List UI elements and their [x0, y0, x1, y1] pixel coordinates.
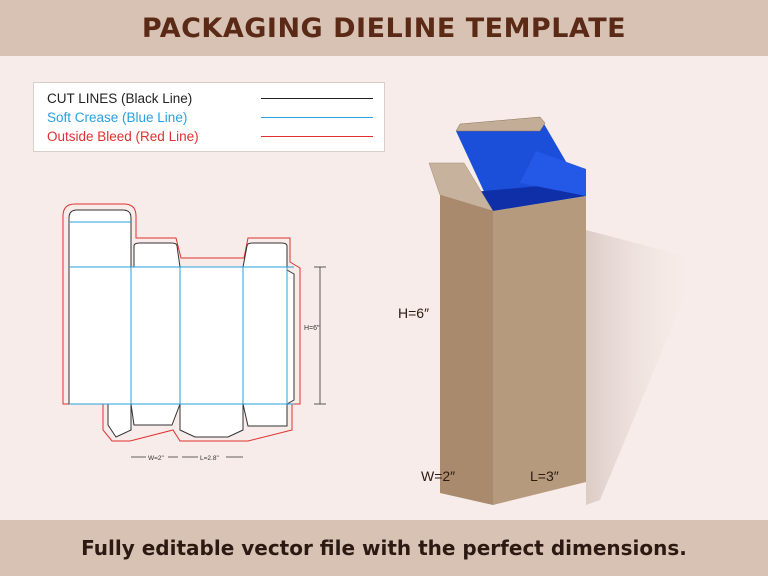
legend-label-cut: CUT LINES (Black Line): [47, 90, 193, 106]
box-front-face: [440, 195, 493, 505]
box-right-flap: [520, 151, 586, 196]
legend-label-crease: Soft Crease (Blue Line): [47, 109, 188, 125]
dieline-length-label: L=2.8": [200, 455, 219, 462]
page-title: PACKAGING DIELINE TEMPLATE: [141, 12, 627, 44]
height-dimension: [314, 266, 326, 405]
box-length-label: L=3″: [530, 468, 559, 484]
line-legend: CUT LINES (Black Line) Soft Crease (Blue…: [33, 82, 385, 152]
box-height-label: H=6″: [398, 305, 429, 321]
width-label-bg: [146, 452, 168, 462]
legend-label-bleed: Outside Bleed (Red Line): [47, 128, 199, 144]
box-lid-flap: [455, 116, 546, 132]
legend-swatch-bleed: [261, 136, 373, 137]
legend-item-cut: CUT LINES (Black Line): [47, 89, 377, 107]
legend-swatch-crease: [261, 117, 373, 118]
panel-top-flap: [68, 209, 132, 268]
panel-dust-flap-2: [242, 242, 288, 268]
legend-item-bleed: Outside Bleed (Red Line): [47, 127, 377, 145]
header-banner: PACKAGING DIELINE TEMPLATE: [0, 0, 768, 56]
bleed-outline: [62, 203, 301, 442]
box-width-label: W=2″: [421, 468, 455, 484]
box-shadow: [586, 230, 700, 505]
footer-banner: Fully editable vector file with the perf…: [0, 520, 768, 576]
legend-item-crease: Soft Crease (Blue Line): [47, 108, 377, 126]
footer-tagline: Fully editable vector file with the perf…: [81, 536, 687, 560]
length-label-bg: [198, 452, 226, 462]
box-side-face: [493, 196, 586, 505]
crease-lines: [69, 221, 294, 405]
panel-back: [242, 266, 288, 405]
dieline-width-label: W=2": [148, 455, 165, 462]
cut-lines: [68, 209, 295, 438]
panel-dust-flap-1: [133, 242, 181, 268]
dieline-height-label: H=6": [304, 325, 320, 332]
legend-swatch-cut: [261, 98, 373, 99]
